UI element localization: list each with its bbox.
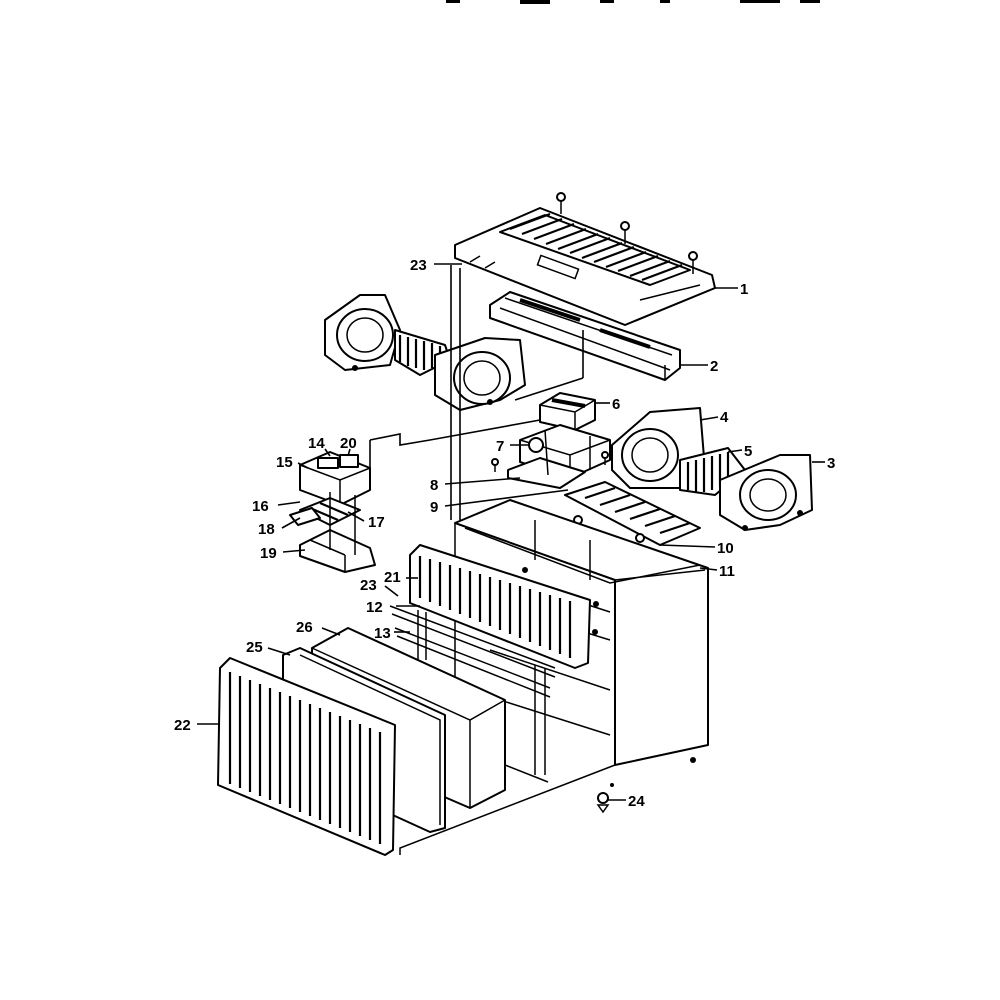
callout-26: 26 [296, 619, 313, 636]
callout-24: 24 [628, 793, 645, 810]
guide-lines [369, 265, 584, 520]
callout-4: 4 [720, 409, 729, 426]
callout-20: 20 [340, 435, 357, 452]
callout-14: 14 [308, 435, 325, 452]
callout-1: 1 [740, 281, 748, 298]
callout-6: 6 [612, 396, 620, 413]
part-front-grille [217, 657, 396, 856]
callout-23-top: 23 [410, 257, 427, 274]
callout-5: 5 [744, 443, 752, 460]
callout-13: 13 [374, 625, 391, 642]
callout-25: 25 [246, 639, 263, 656]
callout-12: 12 [366, 599, 383, 616]
callout-23-rail: 23 [360, 577, 377, 594]
part-leveling-foot [596, 757, 696, 814]
callout-17: 17 [368, 514, 385, 531]
callout-16: 16 [252, 498, 269, 515]
callout-15: 15 [276, 454, 293, 471]
part-motor-bracket [539, 392, 596, 431]
callout-7: 7 [496, 438, 504, 455]
callout-18: 18 [258, 521, 275, 538]
callout-22: 22 [174, 717, 191, 734]
screw-icon [556, 192, 698, 274]
part-control-bracket [491, 424, 611, 489]
part-top-cover [454, 192, 716, 326]
callout-8: 8 [430, 477, 438, 494]
part-left-blower-assembly [324, 294, 526, 411]
callout-9: 9 [430, 499, 438, 516]
part-right-blower-assembly [611, 407, 813, 531]
part-inner-grille [409, 544, 591, 669]
part-control-switch-assembly [289, 451, 376, 573]
callout-labels: 1 2 3 4 5 6 7 8 9 10 11 12 13 14 15 16 1… [174, 257, 835, 810]
callout-2: 2 [710, 358, 718, 375]
callout-19: 19 [260, 545, 277, 562]
part-slide-rails [389, 605, 556, 783]
part-front-tray [489, 291, 681, 381]
callout-11: 11 [719, 563, 735, 580]
screw-icon [491, 451, 609, 472]
callout-3: 3 [827, 455, 835, 472]
callout-leaders [197, 263, 825, 801]
top-edge-fragments [446, 0, 820, 4]
callout-21: 21 [384, 569, 401, 586]
callout-10: 10 [717, 540, 734, 557]
